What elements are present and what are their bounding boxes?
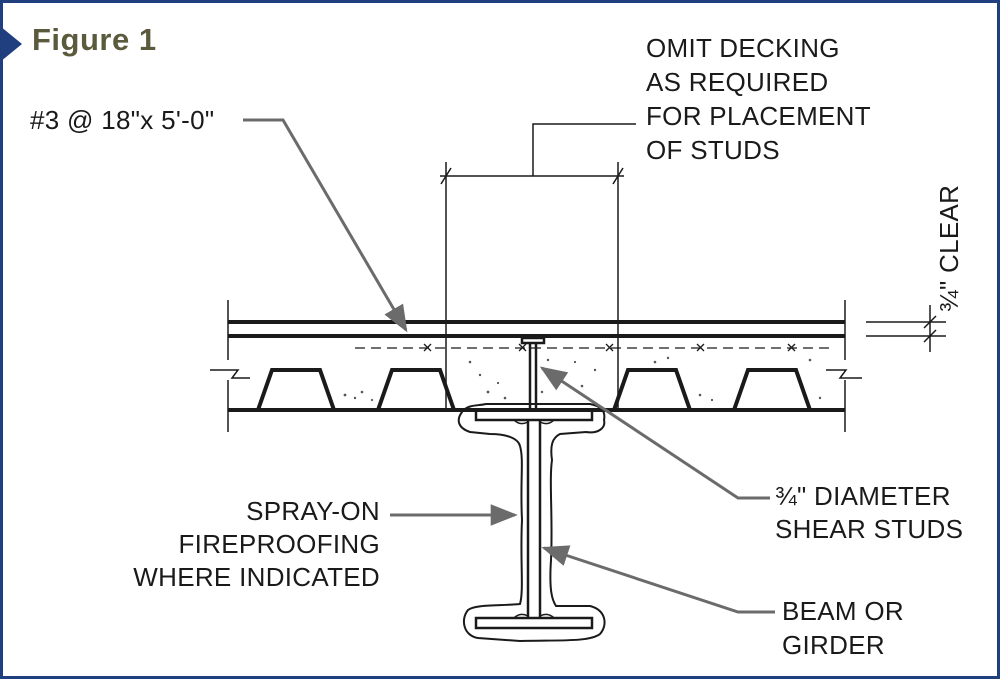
shear-stud-leader <box>539 366 770 500</box>
omit-decking-label-line-1: OMIT DECKING <box>646 33 840 63</box>
shear-studs-label-line-2: SHEAR STUDS <box>775 514 963 544</box>
fireproofing-outline <box>457 403 606 643</box>
beam-label-line-2: GIRDER <box>782 630 885 660</box>
metal-decking <box>256 368 812 412</box>
clear-label: ¾" CLEAR <box>934 185 964 312</box>
omit-decking-label-line-2: AS REQUIRED <box>646 67 828 97</box>
leader-lines <box>243 118 775 614</box>
figure-title: Figure 1 <box>32 22 157 57</box>
fireproofing-label-line-1: SPRAY-ON <box>246 496 380 526</box>
omit-decking-label-line-3: FOR PLACEMENT <box>646 101 871 131</box>
beam-leader <box>541 545 775 614</box>
fireproofing-label-line-2: FIREPROOFING <box>179 529 381 559</box>
concrete-aggregate <box>343 356 822 402</box>
fireproofing-label-line-3: WHERE INDICATED <box>133 562 380 592</box>
figure-tab-marker <box>0 26 22 62</box>
rebar-line <box>355 343 830 352</box>
omit-decking-dimension <box>440 123 636 408</box>
clear-cover-dimension <box>866 305 946 352</box>
shear-stud <box>520 336 546 408</box>
steel-beam <box>474 408 594 630</box>
omit-decking-label-line-4: OF STUDS <box>646 135 780 165</box>
beam-label-line-1: BEAM OR <box>782 596 904 626</box>
shear-studs-label-line-1: ¾" DIAMETER <box>775 481 951 511</box>
rebar-leader <box>243 118 408 333</box>
rebar-label: #3 @ 18"x 5'-0" <box>30 105 214 135</box>
